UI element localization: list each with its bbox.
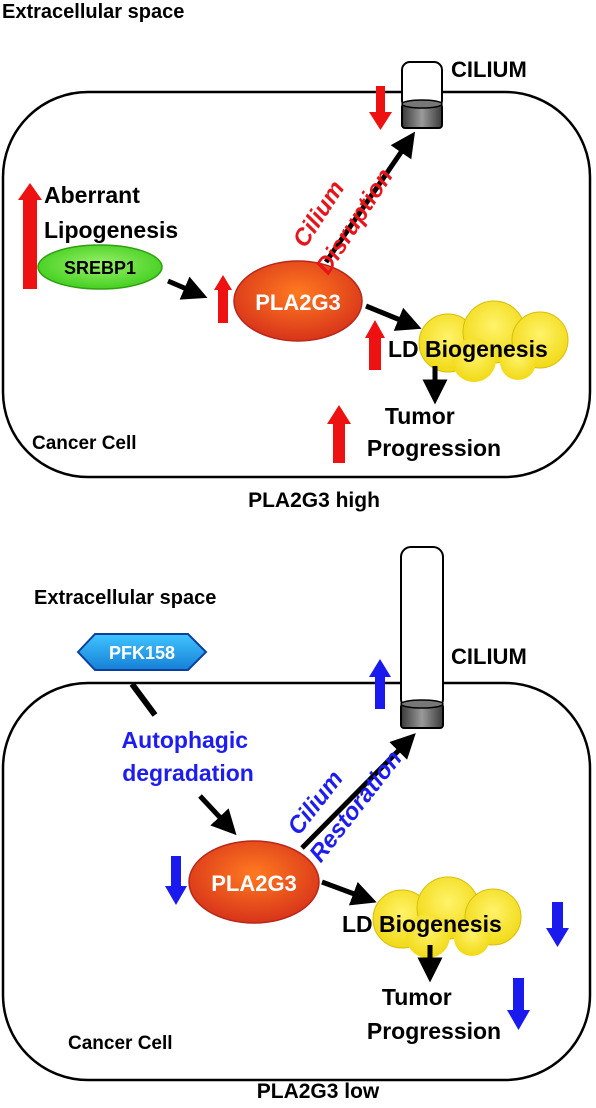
autophagic-degradation-label: Autophagic degradation — [122, 727, 255, 786]
srebp1-label: SREBP1 — [64, 258, 136, 278]
ld-increase-arrow — [365, 320, 385, 370]
tumor-increase-arrow — [327, 405, 351, 463]
tumor-line1-bottom: Tumor — [382, 984, 452, 1010]
cilium-decrease-arrow — [369, 86, 392, 130]
cilium-restoration-label: Cilium Restoration — [277, 725, 407, 868]
srebp1-to-pla2g3-arrow — [167, 276, 208, 300]
tumor-progression-label-bottom: Tumor Progression — [367, 984, 501, 1044]
lipid-droplet-cluster — [418, 300, 569, 382]
pla2g3-to-cilium-arrow — [323, 131, 416, 264]
pla2g3-increase-arrow — [214, 275, 232, 323]
tumor-line2: Progression — [367, 435, 501, 461]
pla2g3-to-ld-arrow — [365, 303, 422, 331]
lipogenesis-label-line1: Aberrant — [44, 182, 140, 208]
cancer-cell-label: Cancer Cell — [32, 433, 137, 454]
autophagy-line1: Autophagic — [122, 727, 249, 753]
degradation-to-pla2g3-arrow — [198, 794, 237, 836]
cancer-cell-label-bottom: Cancer Cell — [68, 1033, 173, 1054]
cilium-bottom — [400, 546, 444, 729]
cilium — [401, 61, 443, 129]
pfk158-connector — [129, 682, 158, 717]
cilium-label-bottom: CILIUM — [451, 644, 527, 669]
ld-decrease-arrow — [546, 902, 569, 947]
bottom-panel: Extracellular space PFK158 CILIUM Autoph… — [1, 546, 592, 1103]
panel-caption-high: PLA2G3 high — [248, 489, 380, 512]
cilium-increase-arrow — [369, 659, 391, 709]
tumor-progression-label: Tumor Progression — [367, 403, 501, 461]
pla2g3-node-bottom: PLA2G3 — [188, 840, 320, 924]
pfk158-label: PFK158 — [109, 643, 175, 663]
extracellular-label-bottom: Extracellular space — [34, 587, 216, 609]
ld-biogenesis-label-bottom: LD Biogenesis — [342, 911, 502, 937]
top-panel: Extracellular space CILIUM Aberrant Lipo… — [1, 1, 592, 512]
extracellular-label: Extracellular space — [2, 1, 184, 23]
ld-biogenesis-label: LD Biogenesis — [388, 336, 548, 362]
lipogenesis-label: Aberrant Lipogenesis — [44, 182, 178, 243]
lipogenesis-label-line2: Lipogenesis — [44, 217, 178, 243]
panel-caption-low: PLA2G3 low — [257, 1080, 380, 1103]
cilium-label: CILIUM — [451, 57, 527, 82]
autophagy-line2: degradation — [122, 760, 254, 786]
pfk158-node: PFK158 — [76, 633, 208, 671]
cancer-cell-membrane — [1, 90, 592, 479]
srebp1-node: SREBP1 — [37, 244, 163, 290]
pla2g3-node: PLA2G3 — [233, 260, 363, 342]
pla2g3-label: PLA2G3 — [255, 290, 341, 315]
lipid-droplet-cluster-bottom — [372, 876, 522, 958]
tumor-line1: Tumor — [385, 403, 455, 429]
cilium-disruption-label: Cilium Disruption — [282, 145, 399, 279]
tumor-decrease-arrow — [507, 978, 530, 1030]
pla2g3-to-cilium-arrow-bottom — [300, 733, 416, 850]
pla2g3-label-bottom: PLA2G3 — [211, 871, 297, 896]
tumor-line2-bottom: Progression — [367, 1018, 501, 1044]
lipogenesis-increase-arrow — [18, 183, 42, 289]
cancer-cell-membrane-bottom — [1, 681, 592, 1082]
pla2g3-decrease-arrow — [165, 856, 187, 905]
pla2g3-to-ld-arrow-bottom — [321, 879, 377, 906]
